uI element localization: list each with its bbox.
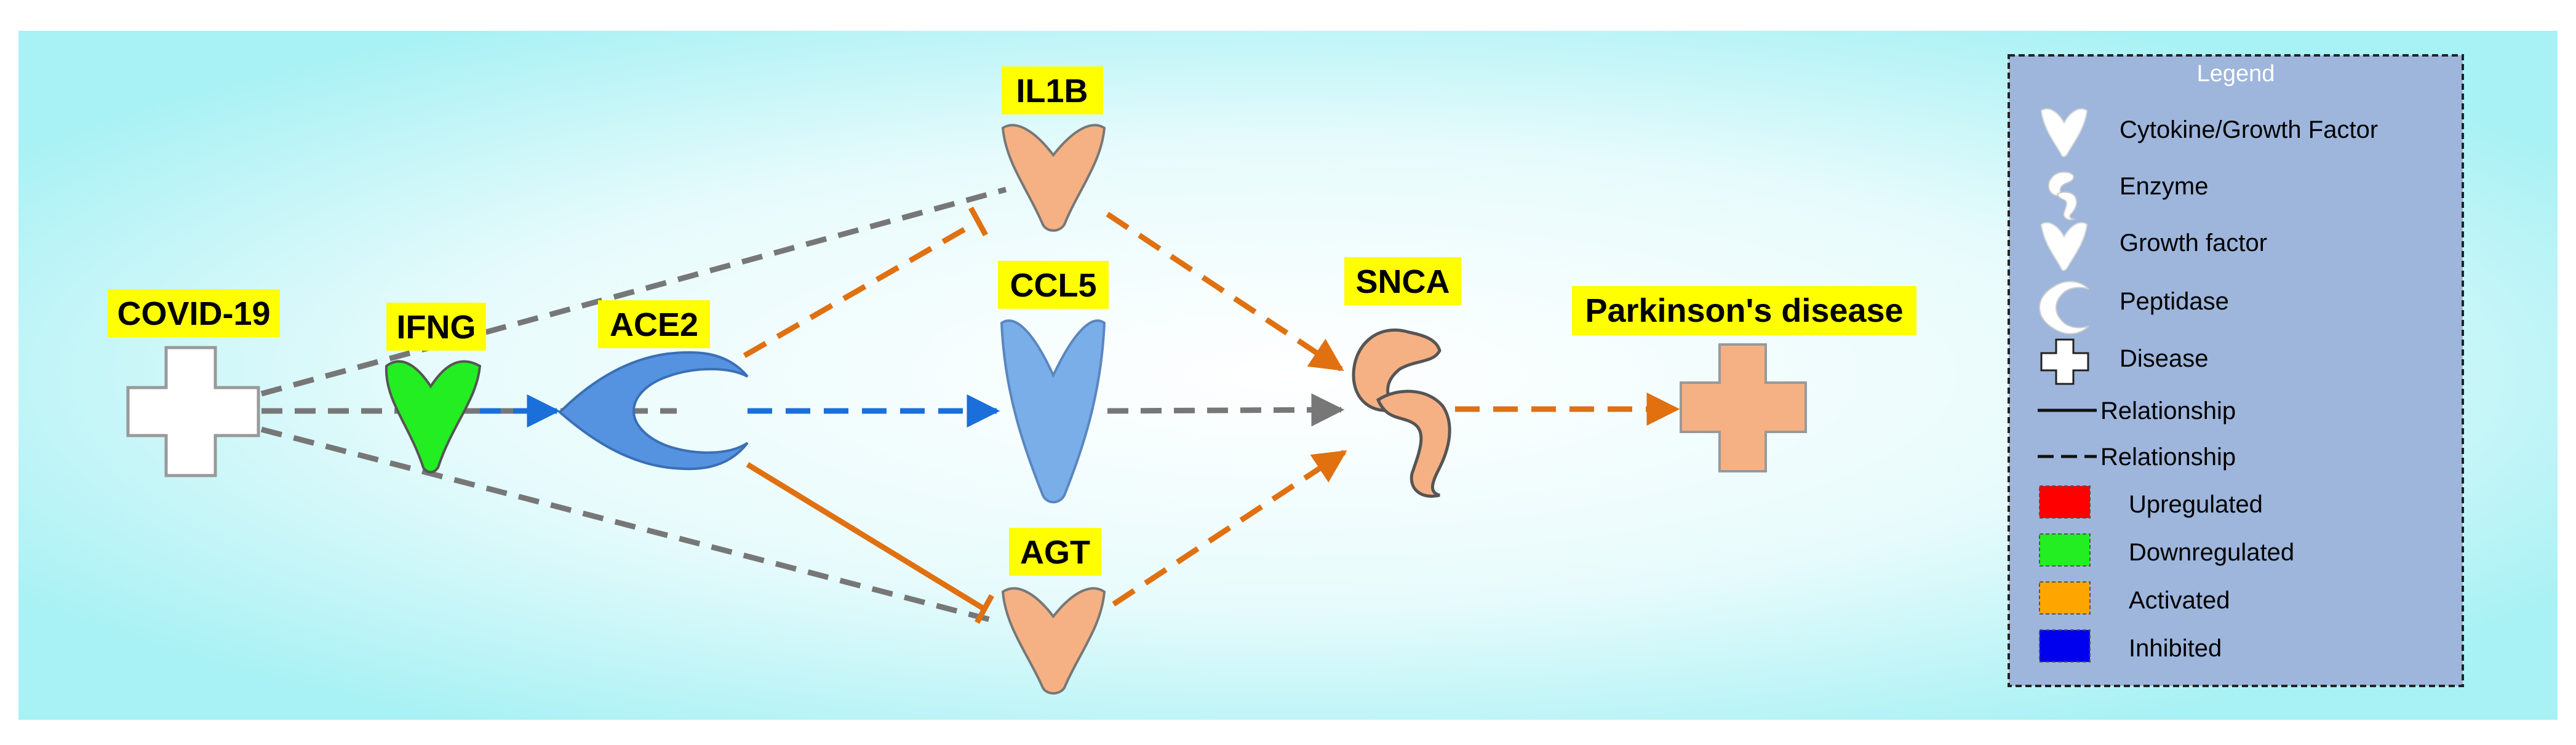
legend-label-enzyme: Enzyme [2119, 173, 2209, 200]
cytokine-icon [2040, 108, 2088, 157]
node-label-bg [108, 289, 280, 337]
edge-ccl5-snca[interactable] [1107, 393, 1345, 427]
enzyme-icon [1352, 329, 1451, 498]
legend-label-relationship-dashed: Relationship [2100, 444, 2236, 471]
node-ccl5[interactable]: CCL5 [998, 261, 1109, 504]
legend: Legend Cytokine/Growth Factor Enzyme Gro… [2008, 54, 2464, 687]
enzyme-icon [2048, 171, 2078, 221]
node-label-bg [1009, 528, 1101, 576]
legend-label-growth-factor: Growth factor [2119, 229, 2267, 257]
edge-ace2-il1b[interactable] [743, 219, 980, 358]
edge-agt-snca[interactable] [1112, 450, 1347, 607]
upregulated-swatch [2039, 485, 2091, 519]
node-agt[interactable]: AGT [1001, 528, 1106, 695]
node-label-snca: SNCA [1355, 263, 1449, 300]
cytokine-icon [1001, 124, 1106, 232]
node-label-ifng: IFNG [397, 309, 476, 346]
edge-ace2-agt-inhibit [975, 594, 994, 624]
growth-factor-icon [2040, 222, 2088, 271]
node-label-agt: AGT [1020, 534, 1090, 571]
node-label-bg [598, 300, 710, 348]
disease-icon [2040, 338, 2089, 385]
disease-icon [1680, 343, 1807, 472]
legend-label-relationship-solid: Relationship [2100, 397, 2236, 424]
legend-label-cytokine: Cytokine/Growth Factor [2119, 116, 2378, 143]
legend-label-inhibited: Inhibited [2129, 635, 2222, 662]
edge-ace2-il1b-inhibit [968, 206, 988, 237]
node-snca[interactable]: SNCA [1344, 257, 1461, 498]
node-ace2[interactable]: ACE2 [558, 300, 749, 471]
disease-icon [126, 346, 260, 477]
edge-ace2-agt[interactable] [746, 462, 986, 612]
edge-covid-il1b [260, 186, 1007, 397]
node-label-parkinsons-disease: Parkinson's disease [1585, 292, 1903, 329]
edge-il1b-snca[interactable] [1106, 212, 1344, 372]
cytokine-icon [385, 360, 482, 474]
legend-title: Legend [2197, 61, 2275, 87]
inhibited-swatch [2039, 629, 2091, 663]
node-parkinsons-disease[interactable]: Parkinson's disease [1572, 286, 1916, 472]
peptidase-icon [558, 351, 749, 471]
legend-label-disease: Disease [2119, 345, 2209, 372]
legend-label-peptidase: Peptidase [2119, 288, 2229, 315]
downregulated-swatch [2039, 533, 2091, 567]
node-covid-19[interactable]: COVID-19 [108, 289, 280, 477]
node-label-bg [1002, 66, 1103, 114]
node-il1b[interactable]: IL1B [1001, 66, 1106, 232]
node-label-il1b: IL1B [1016, 73, 1088, 110]
node-label-bg [386, 303, 486, 351]
node-label-ace2: ACE2 [610, 306, 698, 343]
cytokine-icon [1000, 319, 1106, 504]
legend-label-upregulated: Upregulated [2129, 491, 2263, 518]
peptidase-icon [2038, 281, 2089, 335]
legend-label-downregulated: Downregulated [2129, 539, 2294, 566]
activated-swatch [2039, 581, 2091, 615]
node-label-covid-19: COVID-19 [117, 295, 270, 332]
edge-covid-agt [260, 426, 998, 624]
node-label-ccl5: CCL5 [1010, 267, 1096, 304]
legend-label-activated: Activated [2129, 587, 2230, 614]
node-label-bg [1344, 257, 1461, 305]
growth-factor-icon [1001, 587, 1106, 695]
node-ifng[interactable]: IFNG [385, 303, 486, 474]
node-label-bg [998, 261, 1109, 309]
node-label-bg [1572, 286, 1916, 335]
